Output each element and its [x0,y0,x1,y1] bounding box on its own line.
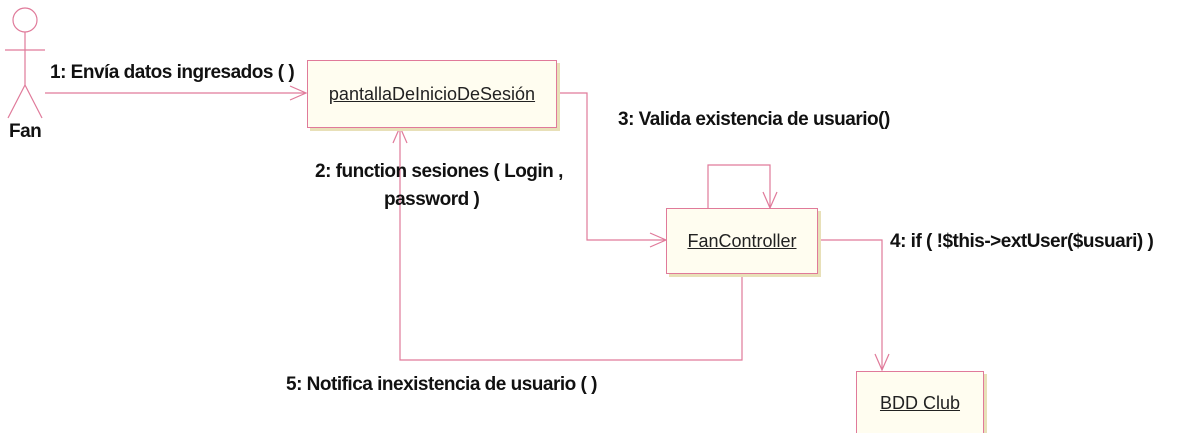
fan-actor-icon [5,7,45,119]
message-2-label-line1: 2: function sesiones ( Login , [315,161,563,182]
self-loop-controller [707,164,778,210]
actor-name-fan: Fan [9,121,42,142]
object-login-screen: pantallaDeInicioDeSesión [307,60,557,128]
object-fan-controller: FanController [666,208,818,274]
message-3-label: 3: Valida existencia de usuario() [618,109,890,130]
message-5-label: 5: Notifica inexistencia de usuario ( ) [286,374,597,395]
message-4-label: 4: if ( !$this->extUser($usuari) ) [890,231,1154,252]
object-bdd-club: BDD Club [856,371,984,433]
message-1-label: 1: Envía datos ingresados ( ) [50,62,295,83]
message-2-label-line2: password ) [384,189,480,210]
link-fan-to-login-screen [45,85,308,101]
link-controller-to-database [817,239,890,372]
